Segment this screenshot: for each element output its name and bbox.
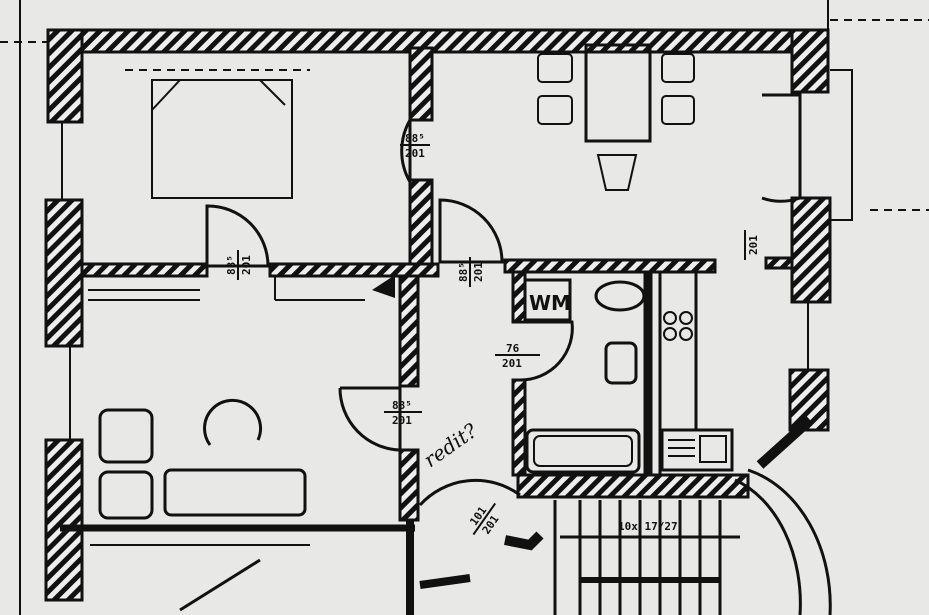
door-height-label: 201 [392,414,412,427]
staircase [553,416,832,615]
door-height-label: 201 [502,357,522,370]
door-height-label: 201 [747,235,760,255]
washing-machine-label: WM [529,291,571,315]
door-width-label: 88⁵ [405,132,425,145]
door-labels: 88⁵ 201 88⁵ 201 88⁵ 201 88⁵ 201 201 76 2… [225,132,760,537]
dining-table [537,43,695,191]
bathroom-fixtures [525,280,646,474]
doors [205,93,802,507]
washing-machine: WM [523,278,572,322]
door-height-label: 201 [472,262,485,282]
door-height-label: 201 [240,255,253,275]
living-furniture [60,398,415,612]
door-width-label: 88⁵ [457,262,470,282]
door-width-label: 88⁵ [392,399,412,412]
kitchen [660,311,734,472]
window-lines [61,69,853,475]
walls [44,28,832,602]
scribble-marks [372,275,544,615]
door-height-label: 201 [405,147,425,160]
bed [125,69,310,199]
door-width-label: 88⁵ [225,255,238,275]
handwritten-note: redit? [419,418,482,472]
door-width-label: 76 [506,342,520,355]
stairs-label: 10x 17/27 [618,520,678,533]
